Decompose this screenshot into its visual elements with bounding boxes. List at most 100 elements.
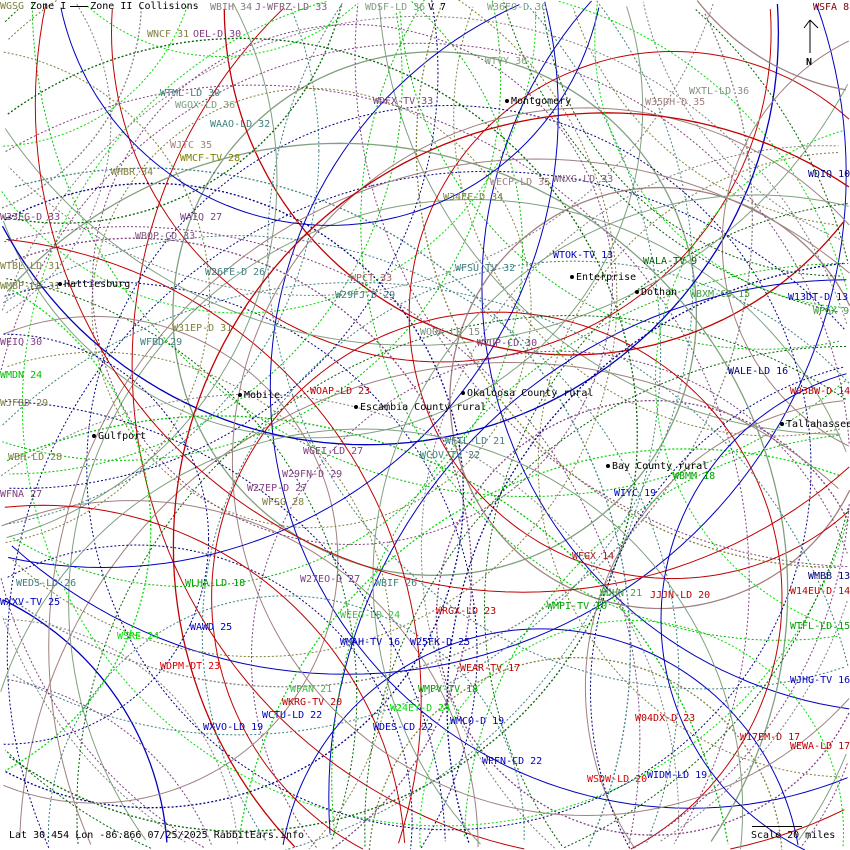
station-label[interactable]: WPAN 21 (290, 684, 333, 695)
station-label[interactable]: WKRG-TV 20 (282, 697, 343, 708)
footer-coords: Lat 30.454 Lon -86.866 07/25/2025 Rabbit… (9, 830, 305, 841)
station-label[interactable]: WAAO-LD 32 (210, 119, 271, 130)
station-label[interactable]: WSDW-LD 20 (587, 774, 648, 785)
station-label[interactable]: W33EG-D 33 (0, 212, 61, 223)
station-label[interactable]: W25FK-D 25 (410, 637, 471, 648)
city-dot-icon (635, 290, 639, 294)
station-label[interactable]: WIDM-LD 19 (647, 770, 708, 781)
station-label[interactable]: WCTU-LD 22 (262, 710, 323, 721)
station-label[interactable]: W14EU-D 14 (790, 586, 850, 597)
station-label[interactable]: WFGX 14 (572, 551, 615, 562)
station-label[interactable]: V 7 (428, 2, 447, 13)
station-label[interactable]: WMBP-LD 31 (0, 281, 61, 292)
station-label[interactable]: WLHA-LD 18 (185, 578, 246, 589)
station-label[interactable]: WMCO-D 19 (450, 716, 505, 727)
station-label[interactable]: WGEI-LD 27 (303, 446, 364, 457)
station-label[interactable]: W34FF-D 34 (443, 192, 504, 203)
station-label[interactable]: WTOK-TV 13 (553, 250, 614, 261)
station-label[interactable]: OEL-D 30 (193, 29, 242, 40)
station-label[interactable]: W03BW-D 14 (790, 386, 850, 397)
station-label[interactable]: WJHG-TV 16 (790, 675, 850, 686)
station-label[interactable]: WNXG-LD 33 (553, 174, 614, 185)
station-label[interactable]: W26FE-D 26 (205, 267, 266, 278)
station-label[interactable]: WAIQ 27 (180, 212, 223, 223)
station-label[interactable]: J-WFRZ-LD 33 (255, 2, 328, 13)
station-label[interactable]: WBQP-CD 33 (135, 231, 196, 242)
station-label[interactable]: WAWD 25 (190, 622, 233, 633)
station-label[interactable]: WDIQ 10 (808, 169, 850, 180)
station-label[interactable]: W29FN-D 29 (282, 469, 343, 480)
station-label[interactable]: WVUP-CD 30 (477, 338, 538, 349)
station-label[interactable]: WMAH-TV 16 (340, 637, 401, 648)
station-label[interactable]: WTBL-LD 31 (0, 261, 61, 272)
station-label[interactable]: WRGX-LD 23 (436, 606, 497, 617)
station-label[interactable]: WXTL-LD 36 (689, 86, 750, 97)
station-label[interactable]: WDFX-TV 33 (373, 96, 434, 107)
station-label[interactable]: WTML-LD 30 (160, 88, 221, 99)
station-label[interactable]: WPFN-CD 22 (482, 756, 543, 767)
station-label[interactable]: WTVY 36 (485, 56, 528, 67)
station-label[interactable]: W27EO-D 27 (300, 574, 361, 585)
station-label[interactable]: WMDN 24 (0, 370, 43, 381)
station-label[interactable]: W29FJ-D 29 (335, 290, 396, 301)
station-label[interactable]: W13DT-D 13 (788, 292, 849, 303)
city-marker: Mobile (238, 390, 280, 402)
station-label[interactable]: WFSU-TV 32 (455, 263, 516, 274)
station-label[interactable]: WMCF-TV 28 (180, 153, 241, 164)
station-label[interactable]: WCOV-TV 22 (420, 450, 481, 461)
station-label[interactable]: WMBB 13 (808, 571, 850, 582)
station-label[interactable]: WMPI-TV 10 (547, 601, 608, 612)
station-label[interactable]: WALE-LD 16 (728, 366, 789, 377)
station-label[interactable]: WBIH 34 (210, 2, 253, 13)
station-label[interactable]: W36EO-D 36 (487, 2, 548, 13)
station-label[interactable]: W17EM-D 17 (740, 732, 801, 743)
station-label[interactable]: WEIQ 30 (0, 337, 43, 348)
station-label[interactable]: WPGX 9 (813, 306, 850, 317)
coverage-contour (231, 107, 850, 817)
station-label[interactable]: WDPM-DT 23 (160, 661, 221, 672)
station-label[interactable]: WJFBD 29 (0, 398, 49, 409)
station-label[interactable]: W27EP-D 27 (247, 483, 308, 494)
station-label[interactable]: WBIF 26 (375, 578, 418, 589)
station-label[interactable]: WBXM-CD 15 (690, 289, 751, 300)
station-label[interactable]: WEWA-LD 17 (790, 741, 850, 752)
station-label[interactable]: WBH-LD 28 (8, 452, 63, 463)
station-label[interactable]: WDSF-LD 36 (365, 2, 426, 13)
station-label[interactable]: WGOX-LD 36 (175, 100, 236, 111)
station-label[interactable]: WFBD 29 (140, 337, 183, 348)
station-label[interactable]: WXXV-TV 25 (0, 597, 61, 608)
station-label[interactable]: WJTC 35 (170, 140, 213, 151)
station-label[interactable]: WDHN 21 (600, 588, 643, 599)
coverage-contour (420, 145, 839, 849)
station-label[interactable]: WMPV-TV 18 (418, 684, 479, 695)
station-label[interactable]: W31EP-D 31 (172, 323, 233, 334)
station-label[interactable]: WOAP-LD 23 (310, 386, 371, 397)
station-label[interactable]: WECP-LD 35 (490, 177, 551, 188)
station-label[interactable]: WFTL-LD 21 (445, 436, 506, 447)
station-label[interactable]: WIYC 19 (614, 488, 657, 499)
city-marker: Dothan (635, 287, 677, 299)
station-label[interactable]: WTFL-LD 15 (790, 621, 850, 632)
station-label[interactable]: WBMM 18 (673, 471, 716, 482)
station-label[interactable]: WXVO-LD 19 (203, 722, 264, 733)
station-label[interactable]: WSFA 8 (813, 2, 850, 13)
station-label[interactable]: W35DH-D 35 (645, 97, 706, 108)
station-label[interactable]: WSRE 24 (117, 631, 160, 642)
coverage-contour (2, 0, 502, 461)
station-label[interactable]: W04DX-D 23 (635, 713, 696, 724)
station-label[interactable]: WOOK-LD 15 (420, 327, 481, 338)
station-label[interactable]: WEAR-TV 17 (460, 663, 521, 674)
station-label[interactable]: W24EY-D 24 (390, 703, 451, 714)
station-label[interactable]: WPCT 33 (350, 273, 393, 284)
station-label[interactable]: JJJN-LD 20 (650, 590, 711, 601)
station-label[interactable]: WDES-CD 22 (373, 722, 434, 733)
station-label[interactable]: WHBR 34 (111, 167, 154, 178)
city-dot-icon (461, 391, 465, 395)
station-label[interactable]: WNCF 31 (147, 29, 190, 40)
station-label[interactable]: WEDS-LD 26 (16, 578, 77, 589)
station-label[interactable]: WFNA 27 (0, 489, 43, 500)
station-label[interactable]: WEEO-LD 24 (340, 610, 401, 621)
station-label[interactable]: WFSG 28 (262, 497, 305, 508)
station-label[interactable]: WALA-TV 9 (643, 256, 698, 267)
